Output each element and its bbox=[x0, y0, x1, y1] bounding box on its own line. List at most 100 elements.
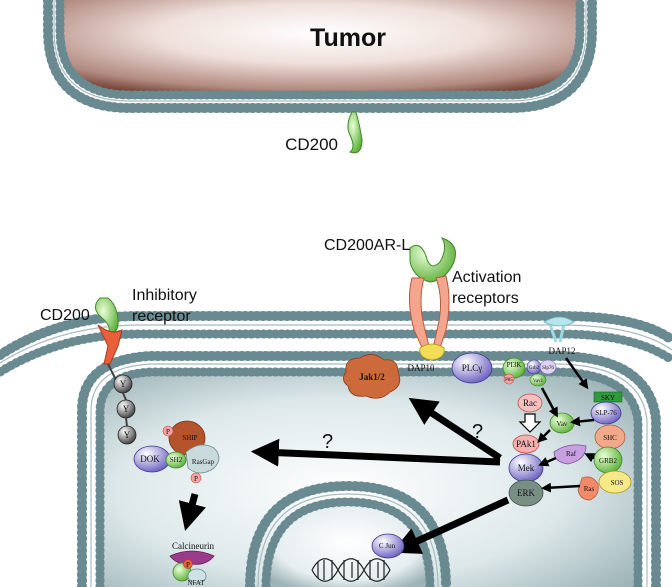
cytoplasm-membrane-outer bbox=[77, 351, 661, 587]
jak-protein bbox=[343, 354, 401, 399]
phospho-ship bbox=[162, 425, 174, 437]
cjun-group: C Jun bbox=[371, 533, 405, 559]
dap12-stalk bbox=[548, 323, 566, 343]
raf-label: Raf bbox=[566, 450, 577, 458]
main-arrows bbox=[250, 397, 510, 554]
arrow-to-inhibitory-complex bbox=[250, 438, 501, 467]
tyrosine-3 bbox=[117, 425, 137, 445]
arrow-raf-mek bbox=[538, 456, 557, 467]
sos-label: SOS bbox=[611, 479, 624, 487]
slp76-protein bbox=[590, 401, 622, 425]
dap10-plc: DAP10 PLCγ bbox=[407, 343, 493, 384]
cd200-left-label: CD200 bbox=[40, 307, 90, 324]
itim-tyrosines: Y Y Y bbox=[113, 374, 137, 445]
cjun-protein bbox=[371, 533, 405, 559]
tyrosine-3-label: Y bbox=[124, 430, 131, 440]
vav1-protein bbox=[529, 373, 547, 387]
tyrosine-link-1 bbox=[122, 392, 127, 401]
arrow-ras-erk bbox=[541, 482, 581, 493]
dap10-label: DAP10 bbox=[407, 363, 435, 373]
slp76-label: SLP-76 bbox=[595, 409, 617, 417]
slp76-small-label: Slp76 bbox=[542, 366, 554, 371]
inhibitory-receptor-shape bbox=[97, 324, 123, 365]
phospho-nfat-label: P bbox=[186, 561, 190, 569]
calcineurin-label: Calcineurin bbox=[172, 541, 214, 551]
ras-label: Ras bbox=[584, 485, 595, 493]
tumor-cell: Tumor bbox=[43, 0, 597, 113]
tumor-membrane-inner bbox=[55, 0, 585, 100]
pak1-protein bbox=[512, 434, 540, 454]
arrow-slp76-vav bbox=[570, 416, 595, 427]
sos-protein bbox=[598, 470, 632, 494]
inhibitory-label-line2: receptor bbox=[132, 308, 191, 325]
dap10-protein bbox=[419, 343, 445, 361]
cd200-top-label: CD200 bbox=[285, 135, 338, 154]
vav1-label: Vav1 bbox=[533, 379, 544, 384]
dok-label: DOK bbox=[140, 454, 160, 464]
rac-protein bbox=[517, 393, 543, 413]
tumor-membrane-outer bbox=[43, 0, 597, 113]
plc-protein bbox=[451, 352, 493, 384]
receptor-tail bbox=[107, 363, 117, 381]
syk-label: SKY bbox=[601, 394, 615, 402]
arrow-to-calcineurin bbox=[178, 493, 206, 531]
grb2-small-label: Grb2 bbox=[529, 366, 540, 371]
p85-protein bbox=[503, 373, 515, 385]
tumor-label: Tumor bbox=[310, 24, 386, 52]
phospho-rasgap-label: P bbox=[194, 475, 198, 483]
cytoplasm-membrane-core bbox=[90, 363, 648, 587]
activation-connectors bbox=[537, 357, 596, 493]
dap12-head bbox=[543, 316, 575, 327]
rasgap-protein bbox=[185, 444, 220, 474]
erk-protein bbox=[508, 479, 544, 507]
mek-label: Mek bbox=[518, 463, 535, 473]
pi3k-cluster: PI3K P85 Grb2 Slp76 Vav1 bbox=[502, 357, 557, 387]
arrow-dap12-syk bbox=[564, 357, 589, 390]
arrow-grb2-raf bbox=[584, 453, 596, 463]
rac-label: Rac bbox=[523, 398, 537, 408]
mapk-column: Rac PAk1 Mek ERK bbox=[508, 393, 544, 507]
arrow-to-jak bbox=[408, 397, 502, 461]
nfat-label: NFAT bbox=[188, 579, 206, 587]
plc-label: PLCγ bbox=[462, 363, 483, 373]
cytoplasm-membrane-inner bbox=[95, 367, 643, 587]
arrow-vav-pak bbox=[537, 429, 551, 443]
nucleus-body bbox=[262, 498, 434, 587]
activating-ligand bbox=[409, 237, 456, 283]
phospho-nfat bbox=[183, 559, 193, 569]
cell-membrane-core bbox=[0, 324, 672, 364]
inhibitory-receptor: CD200 Inhibitory receptor bbox=[40, 287, 197, 381]
calcineurin-nfat: Calcineurin P NFAT bbox=[169, 541, 215, 587]
question-mark-inhibitory: ? bbox=[322, 431, 333, 453]
tumor-body bbox=[60, 0, 580, 95]
sh2-domain bbox=[165, 451, 187, 469]
dap12-cluster: DAP12 SKY SLP-76 SHC GRB2 SOS Ras Vav Ra… bbox=[543, 316, 632, 501]
arrow-vav1-vav bbox=[540, 387, 558, 418]
cell-membrane-inner bbox=[0, 329, 672, 377]
slp76-small-protein bbox=[539, 359, 557, 375]
tyrosine-link-2 bbox=[125, 417, 128, 427]
tyrosine-1-label: Y bbox=[120, 379, 127, 389]
rac-to-pak-arrow bbox=[518, 413, 542, 433]
cell-membrane-outer bbox=[0, 311, 672, 360]
pi3k-label: PI3K bbox=[507, 361, 522, 369]
nucleus bbox=[245, 480, 451, 587]
jak-label: Jak1/2 bbox=[359, 372, 385, 382]
shc-label: SHC bbox=[603, 434, 617, 442]
phospho-rasgap bbox=[190, 472, 202, 484]
tumor-membrane-core bbox=[53, 0, 587, 102]
cjun-label: C Jun bbox=[379, 542, 396, 550]
phospho-ship-label: P bbox=[166, 428, 170, 436]
inhibitory-label-line1: Inhibitory bbox=[132, 287, 197, 304]
arrow-to-cjun bbox=[391, 496, 510, 554]
dna-helix-icon bbox=[311, 558, 391, 582]
p85-label: P85 bbox=[505, 378, 513, 383]
cell-interior bbox=[98, 370, 640, 587]
activation-label-line2: receptors bbox=[452, 290, 519, 307]
dap12-label: DAP12 bbox=[548, 346, 575, 356]
erk-label: ERK bbox=[517, 488, 536, 498]
activation-label-line1: Activation bbox=[452, 269, 521, 286]
tyrosine-2-label: Y bbox=[123, 404, 130, 414]
